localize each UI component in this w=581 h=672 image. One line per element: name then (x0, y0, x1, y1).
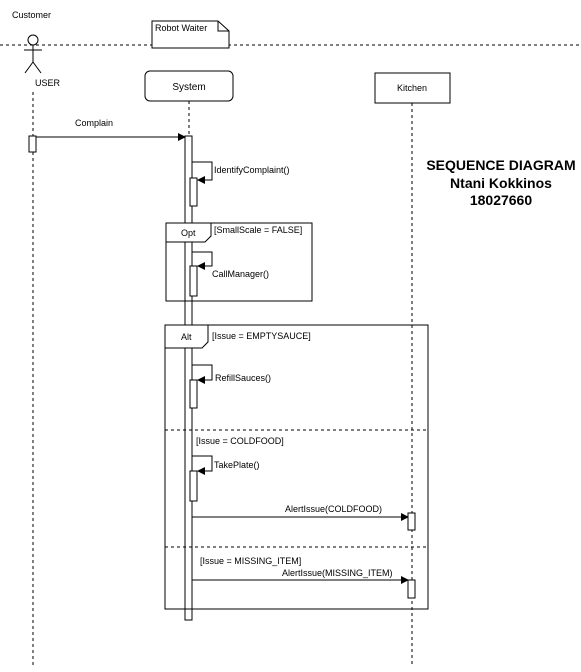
fragment-opt: Opt [SmallScale = FALSE] (165, 222, 313, 302)
message-alert-missing-label[interactable]: AlertIssue(MISSING_ITEM) (282, 568, 393, 578)
system-label: System (172, 82, 205, 93)
message-call-manager-arrow (192, 251, 213, 270)
actor-leg-left (24, 61, 34, 74)
message-alert-cold-label[interactable]: AlertIssue(COLDFOOD) (285, 504, 382, 514)
activation-call-manager (189, 265, 198, 297)
actor-title: Customer (12, 10, 51, 20)
actor-leg-right (32, 61, 42, 74)
heading-line-3: 18027660 (470, 192, 533, 208)
opt-label: Opt (181, 228, 196, 238)
alt-guard-1: [Issue = EMPTYSAUCE] (212, 331, 311, 341)
alt-guard-3: [Issue = MISSING_ITEM] (200, 556, 301, 566)
note-fold (217, 21, 229, 32)
actor-user[interactable] (24, 34, 42, 74)
message-call-manager-label[interactable]: CallManager() (212, 269, 269, 279)
opt-tab (165, 222, 212, 243)
heading-line-1: SEQUENCE DIAGRAM (426, 157, 575, 173)
message-refill-label[interactable]: RefillSauces() (215, 373, 271, 383)
opt-guard: [SmallScale = FALSE] (214, 225, 302, 235)
note-shape (151, 20, 230, 49)
activation-take-plate (189, 470, 198, 502)
lifeline-kitchen-header[interactable]: Kitchen (374, 72, 451, 104)
note-robot-waiter[interactable]: Robot Waiter (151, 20, 230, 49)
heading-line-2: Ntani Kokkinos (450, 175, 552, 191)
user-activation (28, 135, 37, 153)
fragment-alt: Alt [Issue = EMPTYSAUCE] [Issue = COLDFO… (164, 324, 429, 610)
kitchen-activation-cold (407, 512, 416, 531)
message-take-plate-arrow (192, 455, 213, 475)
alt-tab (164, 324, 209, 349)
message-complain-label[interactable]: Complain (75, 118, 113, 128)
alt-guard-2: [Issue = COLDFOOD] (196, 436, 284, 446)
system-activation-main (184, 135, 193, 621)
message-take-plate-label[interactable]: TakePlate() (214, 460, 260, 470)
note-text: Robot Waiter (155, 23, 207, 33)
alt-frame (164, 324, 429, 610)
opt-frame (165, 222, 313, 302)
message-identify-label[interactable]: IdentifyComplaint() (214, 165, 290, 175)
activation-refill (189, 379, 198, 409)
activation-identify (189, 177, 198, 207)
alt-label: Alt (181, 332, 192, 342)
message-refill-arrow (192, 364, 213, 384)
kitchen-activation-missing (407, 579, 416, 599)
message-identify-arrow (192, 161, 213, 184)
kitchen-label: Kitchen (397, 83, 427, 93)
lifeline-system-header[interactable]: System (144, 70, 234, 102)
actor-head (27, 34, 39, 46)
actor-label: USER (35, 78, 61, 88)
